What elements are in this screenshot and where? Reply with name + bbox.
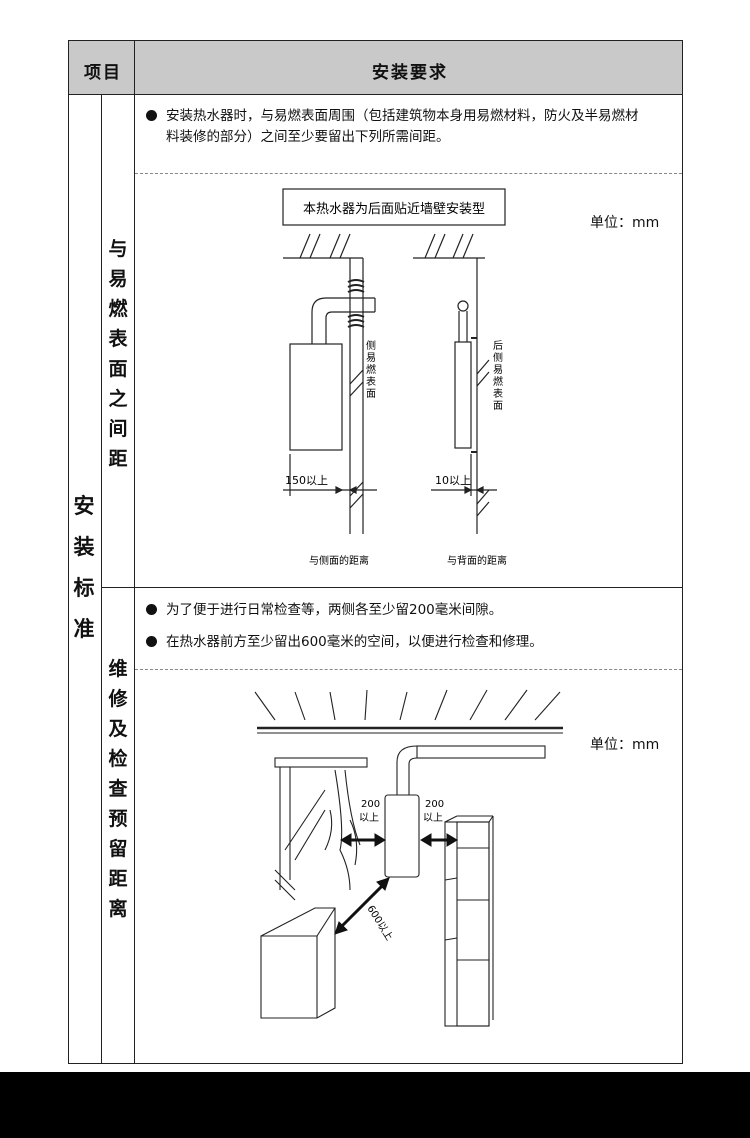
section1-bullet: 安装热水器时，与易燃表面周围（包括建筑物本身用易燃材料，防火及半易燃材 料装修的…	[146, 106, 639, 148]
section2-unit: 单位：mm	[590, 737, 660, 753]
maintenance-room-diagram: 200 以上 200 以上 600以上	[254, 689, 563, 1027]
table-header	[68, 41, 682, 94]
section2-label: 维修及检查预留距离	[108, 658, 128, 920]
section2-bullet-1: 为了便于进行日常检查等，两侧各至少留200毫米间隙。	[146, 600, 502, 621]
side-caption: 与侧面的距离	[309, 554, 369, 567]
bullet-icon	[146, 636, 157, 647]
side-dim-label: 150以上	[285, 474, 328, 487]
caption-box	[282, 188, 506, 226]
bottom-black-bar	[0, 1072, 750, 1138]
section1-label: 与易燃表面之间距	[108, 238, 128, 470]
right-gap-suffix: 以上	[423, 812, 443, 824]
back-surface-label: 后侧易燃表面	[493, 340, 503, 412]
left-gap-value: 200	[361, 799, 380, 810]
clearance-diagram: 本热水器为后面贴近墙壁安装型 侧易燃表面 150以上	[282, 188, 507, 567]
back-dim-label: 10以上	[435, 474, 471, 487]
header-item-label: 项目	[84, 63, 122, 83]
section1-unit: 单位：mm	[590, 215, 660, 231]
left-gap-suffix: 以上	[359, 812, 379, 824]
side-clearance-drawing	[283, 233, 377, 534]
caption-text: 本热水器为后面贴近墙壁安装型	[303, 202, 485, 217]
section2-bullet-2: 在热水器前方至少留出600毫米的空间，以便进行检查和修理。	[146, 632, 543, 653]
back-clearance-drawing	[413, 233, 497, 534]
bullet-icon	[146, 604, 157, 615]
category-label: 安装标准	[73, 494, 95, 641]
front-gap-label: 600以上	[364, 903, 395, 943]
header-requirements-label: 安装要求	[372, 63, 448, 83]
side-surface-label: 侧易燃表面	[366, 339, 376, 400]
bullet-icon	[146, 110, 157, 121]
clearance-arrows	[334, 833, 458, 935]
back-caption: 与背面的距离	[447, 554, 507, 567]
right-gap-value: 200	[425, 799, 444, 810]
